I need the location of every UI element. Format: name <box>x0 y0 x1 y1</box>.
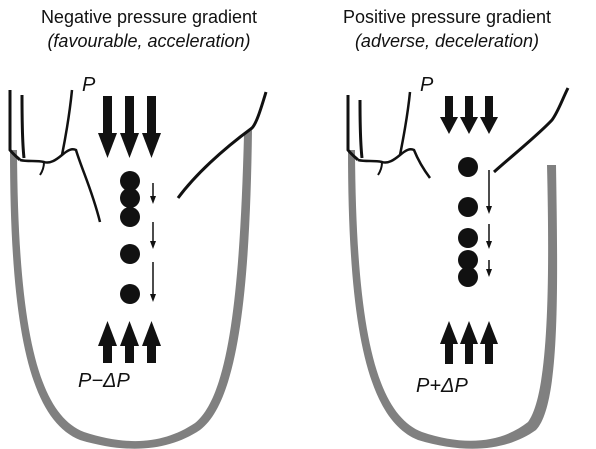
arrow-head <box>142 133 161 158</box>
pressure-label-top: P <box>82 74 95 96</box>
velocity-arrow-head <box>150 196 156 204</box>
arrow-head <box>440 117 458 134</box>
vessel-crack <box>358 149 430 178</box>
velocity-arrow-head <box>150 294 156 302</box>
arrow-shaft <box>125 96 134 134</box>
pressure-arrows-up <box>440 321 498 364</box>
arrow-shaft <box>147 345 156 363</box>
vessel-wall <box>348 150 557 449</box>
pressure-arrows-up <box>98 321 161 363</box>
arrow-head <box>440 321 458 344</box>
pressure-diagram <box>0 0 298 449</box>
arrow-shaft <box>103 96 112 134</box>
velocity-arrow-head <box>486 206 492 214</box>
vessel-crack-branch <box>62 90 72 155</box>
arrow-head <box>480 117 498 134</box>
arrow-shaft <box>485 96 493 118</box>
arrow-head <box>480 321 498 344</box>
velocity-arrow-head <box>486 241 492 249</box>
arrow-shaft <box>485 343 493 364</box>
particle <box>120 284 140 304</box>
panel-positive-gradient: Positive pressure gradient (adverse, dec… <box>298 0 596 449</box>
particle <box>120 188 140 208</box>
arrow-shaft <box>445 343 453 364</box>
pressure-label-bottom: P−ΔP <box>78 370 130 392</box>
particles <box>458 157 478 287</box>
vessel-crack <box>20 149 100 222</box>
vessel-crack-branch <box>400 92 410 155</box>
arrow-shaft <box>465 96 473 118</box>
arrow-head <box>142 321 161 346</box>
arrow-head <box>120 321 139 346</box>
arrow-shaft <box>445 96 453 118</box>
arrow-head <box>120 133 139 158</box>
vessel-left-inner-line <box>22 95 24 158</box>
particle <box>458 197 478 217</box>
arrow-shaft <box>147 96 156 134</box>
arrow-shaft <box>103 345 112 363</box>
vessel-right-edge <box>494 88 568 172</box>
particle <box>120 244 140 264</box>
vessel-right-edge <box>178 92 266 198</box>
velocity-arrow-head <box>486 269 492 277</box>
vessel-crack-branch-2 <box>378 162 382 175</box>
vessel-crack-branch-2 <box>40 162 44 175</box>
particle <box>458 267 478 287</box>
arrow-shaft <box>125 345 134 363</box>
velocity-arrows <box>150 183 156 302</box>
pressure-label-bottom: P+ΔP <box>416 375 468 397</box>
particles <box>120 171 140 304</box>
arrow-head <box>460 321 478 344</box>
arrow-head <box>460 117 478 134</box>
arrow-head <box>98 321 117 346</box>
arrow-head <box>98 133 117 158</box>
panel-negative-gradient: Negative pressure gradient (favourable, … <box>0 0 298 449</box>
pressure-label-top: P <box>420 74 433 96</box>
vessel-left-inner-line <box>360 100 362 158</box>
pressure-arrows-down <box>440 96 498 134</box>
arrow-shaft <box>465 343 473 364</box>
particle <box>458 228 478 248</box>
pressure-arrows-down <box>98 96 161 158</box>
vessel-left-edge <box>10 90 20 160</box>
velocity-arrow-head <box>150 241 156 249</box>
velocity-arrows <box>486 170 492 277</box>
particle <box>120 207 140 227</box>
particle <box>458 157 478 177</box>
